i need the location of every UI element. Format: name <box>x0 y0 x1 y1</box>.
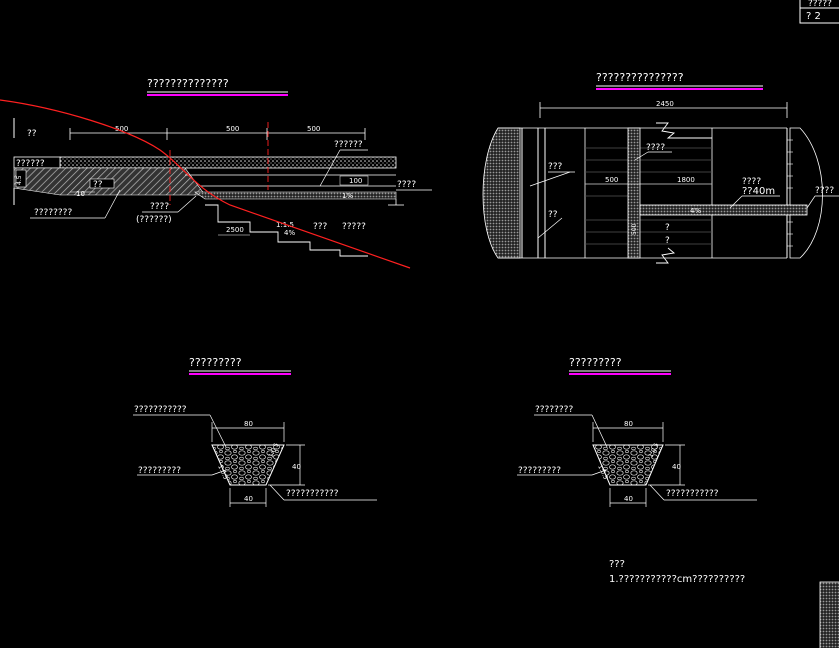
plan-dim-1800: 1800 <box>677 176 695 184</box>
detail-right-dim-top: 80 <box>624 420 633 428</box>
title-block-line1: ????? <box>808 0 832 9</box>
detail-left: ????????? 80 40 40 1:0.5 1:0.5 ?????????… <box>133 356 377 507</box>
cross-left-layer-label: ?????? <box>16 159 45 169</box>
cross-mid-bottom2: ????? <box>342 222 366 232</box>
plan-title: ??????????????? <box>596 71 684 84</box>
dim-vertical-4-5: 4.5 <box>16 175 23 185</box>
ground-line <box>0 99 411 269</box>
cross-right-side-label: ???? <box>397 180 416 190</box>
horizontal-drain <box>639 204 808 216</box>
plan-q2-label: ? <box>665 236 670 246</box>
detail-left-dim-top: 80 <box>244 420 253 428</box>
right-ticks <box>787 139 793 247</box>
plan-dim-total: 2450 <box>656 100 674 108</box>
notes-heading: ??? <box>609 559 625 570</box>
drain-trapezoid-left <box>211 444 285 486</box>
detail-right: ????????? 80 40 40 1:0.5 1:0.5 ???????? … <box>517 356 757 507</box>
stair-treads <box>585 147 712 245</box>
title-block-line2: ? 2 <box>806 11 821 22</box>
plan-top-mid-label: ???? <box>646 143 665 153</box>
notes: ??? 1.???????????cm?????????? <box>609 559 745 585</box>
cross-right-top-label: ?????? <box>334 140 363 150</box>
corner-texture-block <box>819 581 839 648</box>
detail-right-dim-bottom: 40 <box>624 495 633 503</box>
plan-slope: 4% <box>690 207 701 215</box>
vertical-drain <box>627 127 641 259</box>
drain-trapezoid-right <box>592 444 664 486</box>
slope-1pct: 1% <box>342 192 353 200</box>
detail-left-dim-bottom: 40 <box>244 495 253 503</box>
detail-left-dim-height: 40 <box>292 463 301 471</box>
cross-mid-small-label: ?? <box>93 180 103 190</box>
notes-line1: 1.???????????cm?????????? <box>609 574 745 585</box>
break-symbol-bottom <box>656 247 676 264</box>
cross-mid-left-paren: (??????) <box>136 215 172 225</box>
dim-500-c: 500 <box>307 125 320 133</box>
cross-mid-left-label: ???? <box>150 202 169 212</box>
cross-mid-bottom1: ??? <box>313 222 328 232</box>
plan-dim-500: 500 <box>605 176 618 184</box>
dim-500-b: 500 <box>226 125 239 133</box>
plan-left2-label: ?? <box>548 210 558 220</box>
detail-right-bottom-label: ??????????? <box>666 489 719 499</box>
dim-100: 100 <box>349 177 362 185</box>
plan-vertical-dim: 500 <box>631 223 638 235</box>
cross-section-title: ?????????????? <box>147 77 229 90</box>
dim-500-a: 500 <box>115 125 128 133</box>
detail-right-mid-label: ????????? <box>518 466 561 476</box>
plan-view: ??????????????? 2450 <box>482 71 839 264</box>
plan-right-mid-label: ???? <box>742 177 761 187</box>
cross-left-bottom-label: ???????? <box>34 208 72 218</box>
break-symbol-top <box>656 122 712 139</box>
detail-left-title: ????????? <box>189 356 242 369</box>
detail-left-mid-label: ????????? <box>138 466 181 476</box>
dim-2500: 2500 <box>226 226 244 234</box>
detail-right-top-label: ???????? <box>535 405 573 415</box>
plan-q1-label: ? <box>665 223 670 233</box>
slope-ratio: 1:1.5 <box>276 221 294 229</box>
detail-right-title: ????????? <box>569 356 622 369</box>
plan-right-length: ??40m <box>742 186 775 197</box>
right-bank <box>789 127 823 259</box>
detail-left-bottom-label: ??????????? <box>286 489 339 499</box>
dim-10: 10 <box>76 190 85 198</box>
plan-far-right-label: ???? <box>815 186 834 196</box>
plan-left1-label: ??? <box>548 162 563 172</box>
stepped-slope <box>205 204 368 257</box>
pavement-surface-layer <box>59 156 397 169</box>
slope-4pct: 4% <box>284 229 295 237</box>
gravel-layer <box>194 191 397 200</box>
title-block: ????? ? 2 <box>799 0 839 24</box>
cross-left-top-label: ?? <box>27 129 37 139</box>
detail-left-top-label: ??????????? <box>134 405 187 415</box>
left-bank <box>482 127 521 259</box>
detail-right-dim-height: 40 <box>672 463 681 471</box>
cross-section: ?????????????? 500 500 500 ?? ?????? 4.5… <box>0 77 432 269</box>
